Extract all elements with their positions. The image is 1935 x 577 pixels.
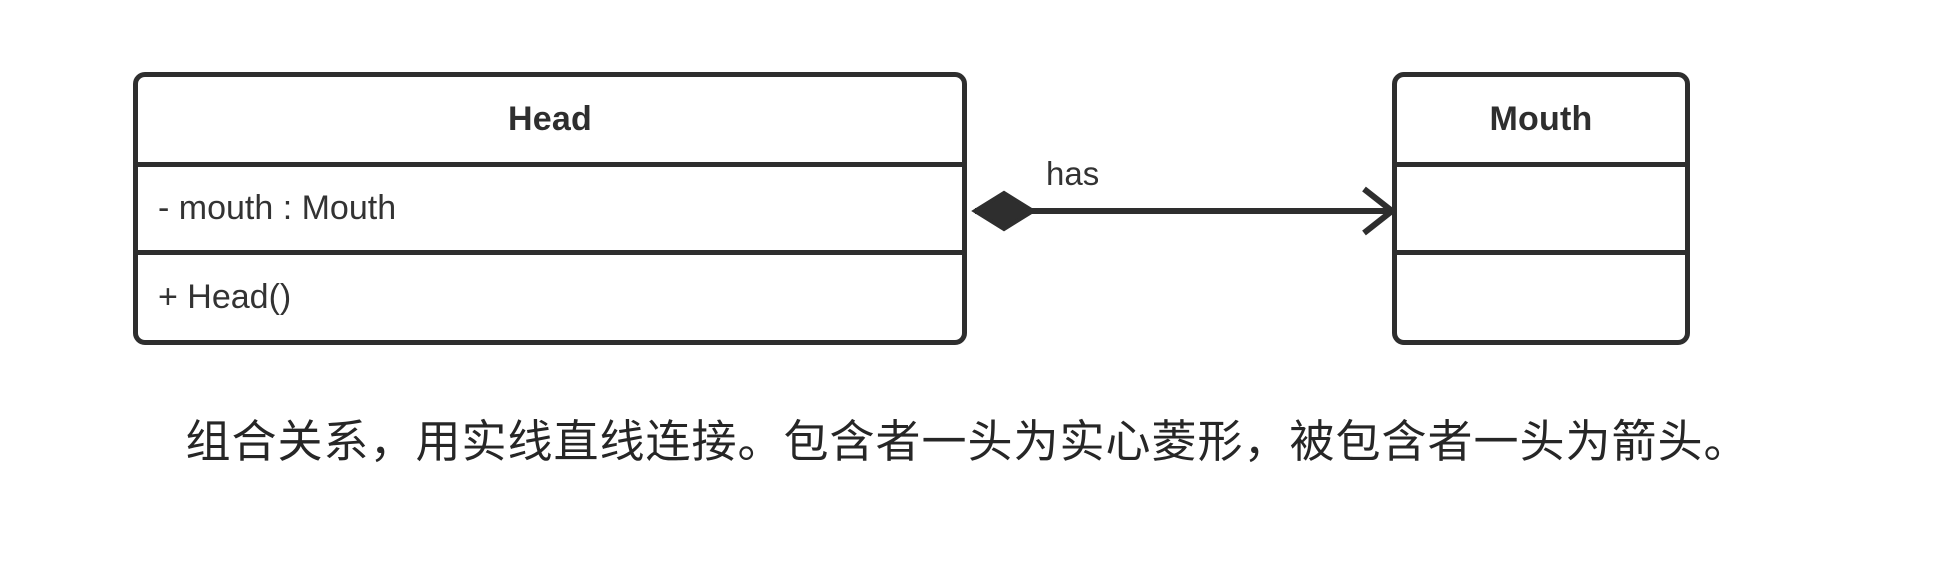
association-label-has: has (1046, 155, 1100, 192)
uml-class-mouth[interactable]: Mouth (1392, 72, 1690, 345)
uml-class-mouth-methods (1397, 250, 1685, 340)
uml-class-head-title: Head (508, 100, 592, 138)
composition-edge[interactable] (960, 120, 1410, 240)
uml-class-mouth-title: Mouth (1489, 100, 1593, 138)
uml-class-head[interactable]: Head - mouth : Mouth + Head() (133, 72, 967, 345)
open-arrowhead-icon (1362, 186, 1397, 236)
uml-class-mouth-attributes (1397, 162, 1685, 250)
filled-diamond-icon (971, 190, 1037, 232)
uml-class-head-attribute-mouth: - mouth : Mouth (138, 162, 962, 250)
uml-class-head-method-constructor: + Head() (138, 250, 962, 340)
diagram-caption: 组合关系，用实线直线连接。包含者一头为实心菱形，被包含者一头为箭头。 (185, 417, 1750, 467)
